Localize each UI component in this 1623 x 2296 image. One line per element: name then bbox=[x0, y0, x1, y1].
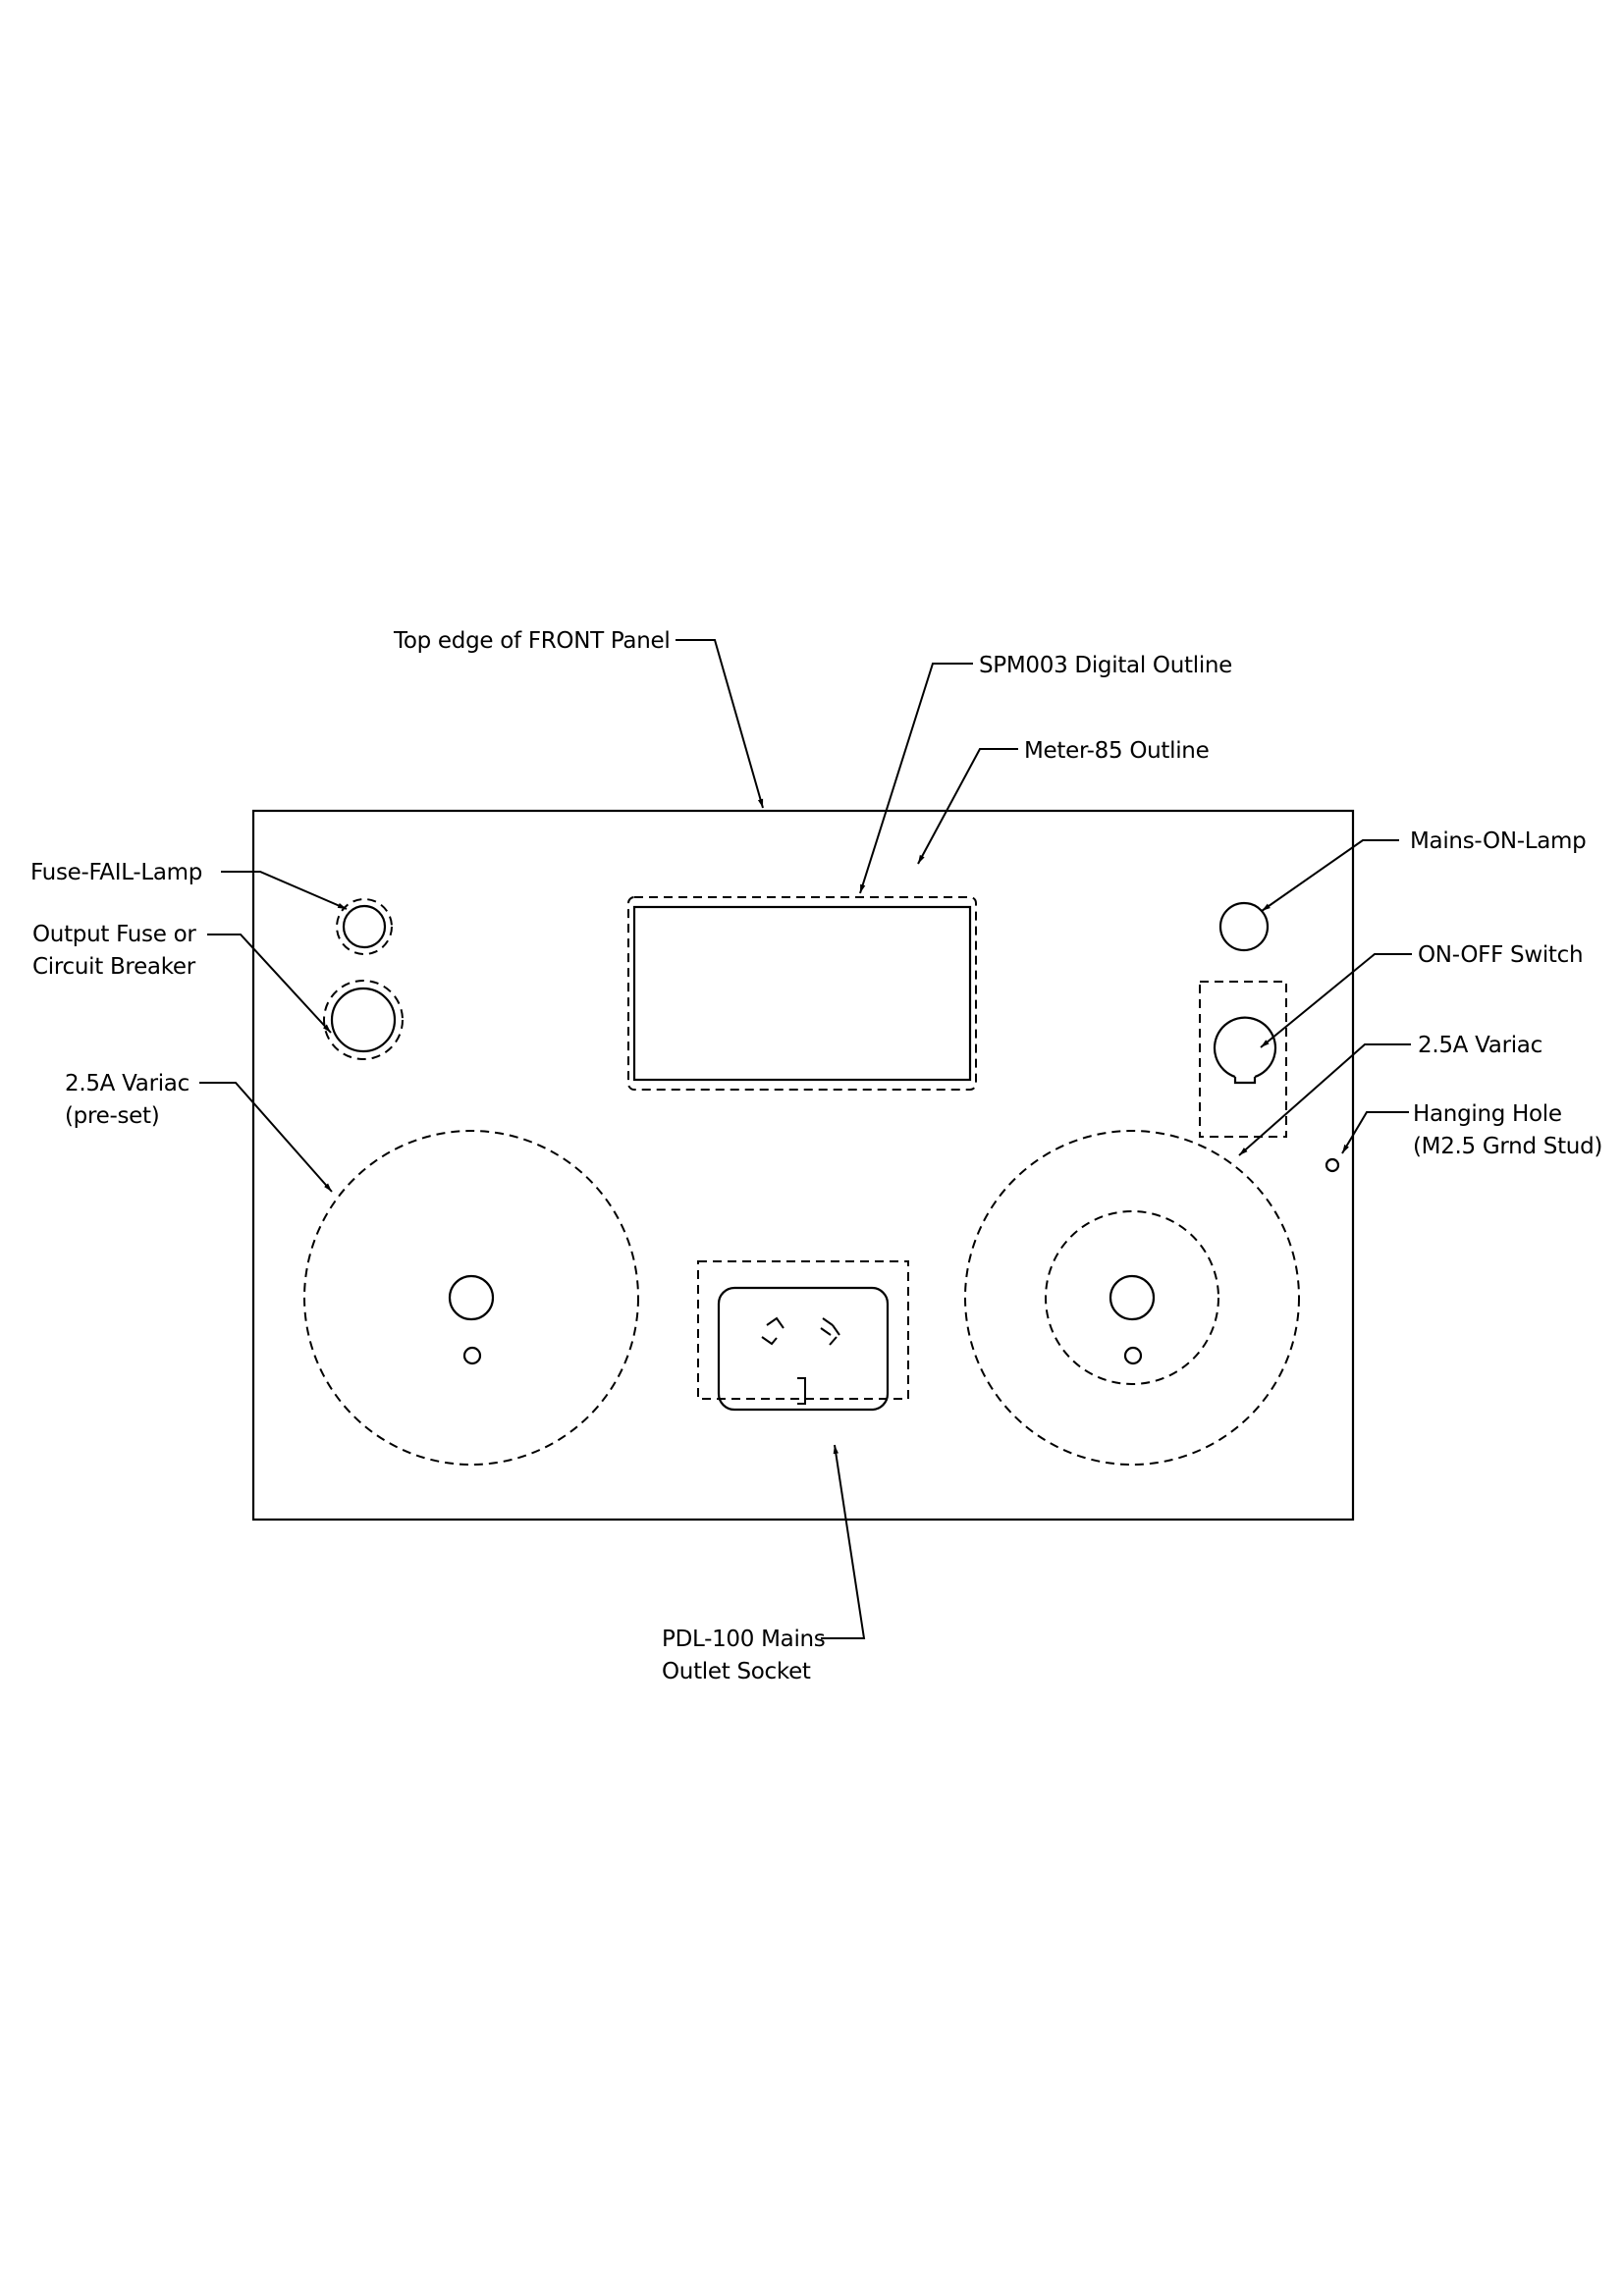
label-output-fuse-2: Circuit Breaker bbox=[32, 954, 195, 980]
fuse-fail-lamp bbox=[336, 898, 393, 955]
label-variac-left-1: 2.5A Variac bbox=[65, 1071, 189, 1096]
label-hanging-hole-1: Hanging Hole bbox=[1413, 1101, 1562, 1127]
output-fuse bbox=[323, 980, 404, 1060]
label-meter85: Meter-85 Outline bbox=[1024, 738, 1210, 764]
variac-right bbox=[964, 1130, 1300, 1466]
label-pdl100-2: Outlet Socket bbox=[662, 1659, 811, 1684]
label-output-fuse-1: Output Fuse or bbox=[32, 922, 196, 947]
label-variac-right: 2.5A Variac bbox=[1418, 1033, 1542, 1058]
hanging-hole bbox=[1325, 1157, 1340, 1173]
spm003-outline bbox=[632, 905, 972, 1082]
front-panel-outline bbox=[251, 809, 1355, 1522]
label-variac-left-2: (pre-set) bbox=[65, 1103, 160, 1129]
label-top-edge: Top edge of FRONT Panel bbox=[394, 628, 671, 654]
label-fuse-fail-lamp: Fuse-FAIL-Lamp bbox=[30, 860, 203, 885]
mains-on-lamp bbox=[1218, 901, 1270, 952]
label-mains-on-lamp: Mains-ON-Lamp bbox=[1410, 828, 1587, 854]
variac-left bbox=[303, 1130, 639, 1466]
leader-lines bbox=[199, 639, 1412, 1639]
pdl100-outlet-socket bbox=[697, 1260, 909, 1412]
label-hanging-hole-2: (M2.5 Grnd Stud) bbox=[1413, 1134, 1603, 1159]
label-pdl100-1: PDL-100 Mains bbox=[662, 1627, 826, 1652]
on-off-switch bbox=[1199, 981, 1287, 1138]
meter85-outline bbox=[627, 896, 977, 1091]
label-spm003: SPM003 Digital Outline bbox=[979, 653, 1233, 678]
label-on-off-switch: ON-OFF Switch bbox=[1418, 942, 1584, 968]
